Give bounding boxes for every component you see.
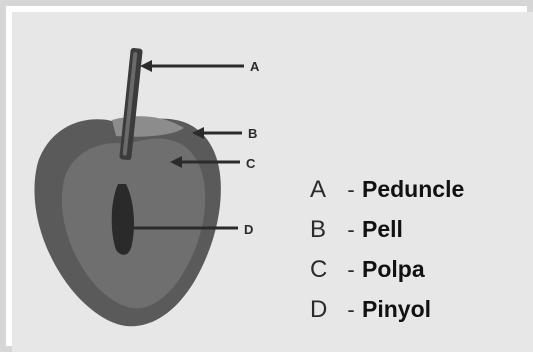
legend-term: Polpa	[362, 256, 425, 283]
diagram-canvas: A B C D A - Peduncle B - Pell C - Polpa …	[12, 12, 533, 352]
legend-letter: D	[310, 296, 340, 324]
legend-separator: -	[340, 297, 362, 323]
legend: A - Peduncle B - Pell C - Polpa D - Piny…	[310, 176, 533, 336]
pointer-label-a: A	[250, 59, 260, 74]
pointer-label-d: D	[244, 222, 253, 237]
legend-row-c: C - Polpa	[310, 256, 533, 296]
legend-term: Peduncle	[362, 176, 464, 203]
legend-row-a: A - Peduncle	[310, 176, 533, 216]
legend-separator: -	[340, 177, 362, 203]
pointer-a	[140, 60, 244, 72]
legend-letter: B	[310, 216, 340, 244]
pointer-label-c: C	[246, 156, 256, 171]
legend-row-b: B - Pell	[310, 216, 533, 256]
legend-letter: C	[310, 256, 340, 284]
legend-separator: -	[340, 217, 362, 243]
legend-term: Pell	[362, 216, 403, 243]
legend-term: Pinyol	[362, 296, 431, 323]
legend-letter: A	[310, 176, 340, 204]
pointer-label-b: B	[248, 126, 257, 141]
legend-row-d: D - Pinyol	[310, 296, 533, 336]
legend-separator: -	[340, 257, 362, 283]
